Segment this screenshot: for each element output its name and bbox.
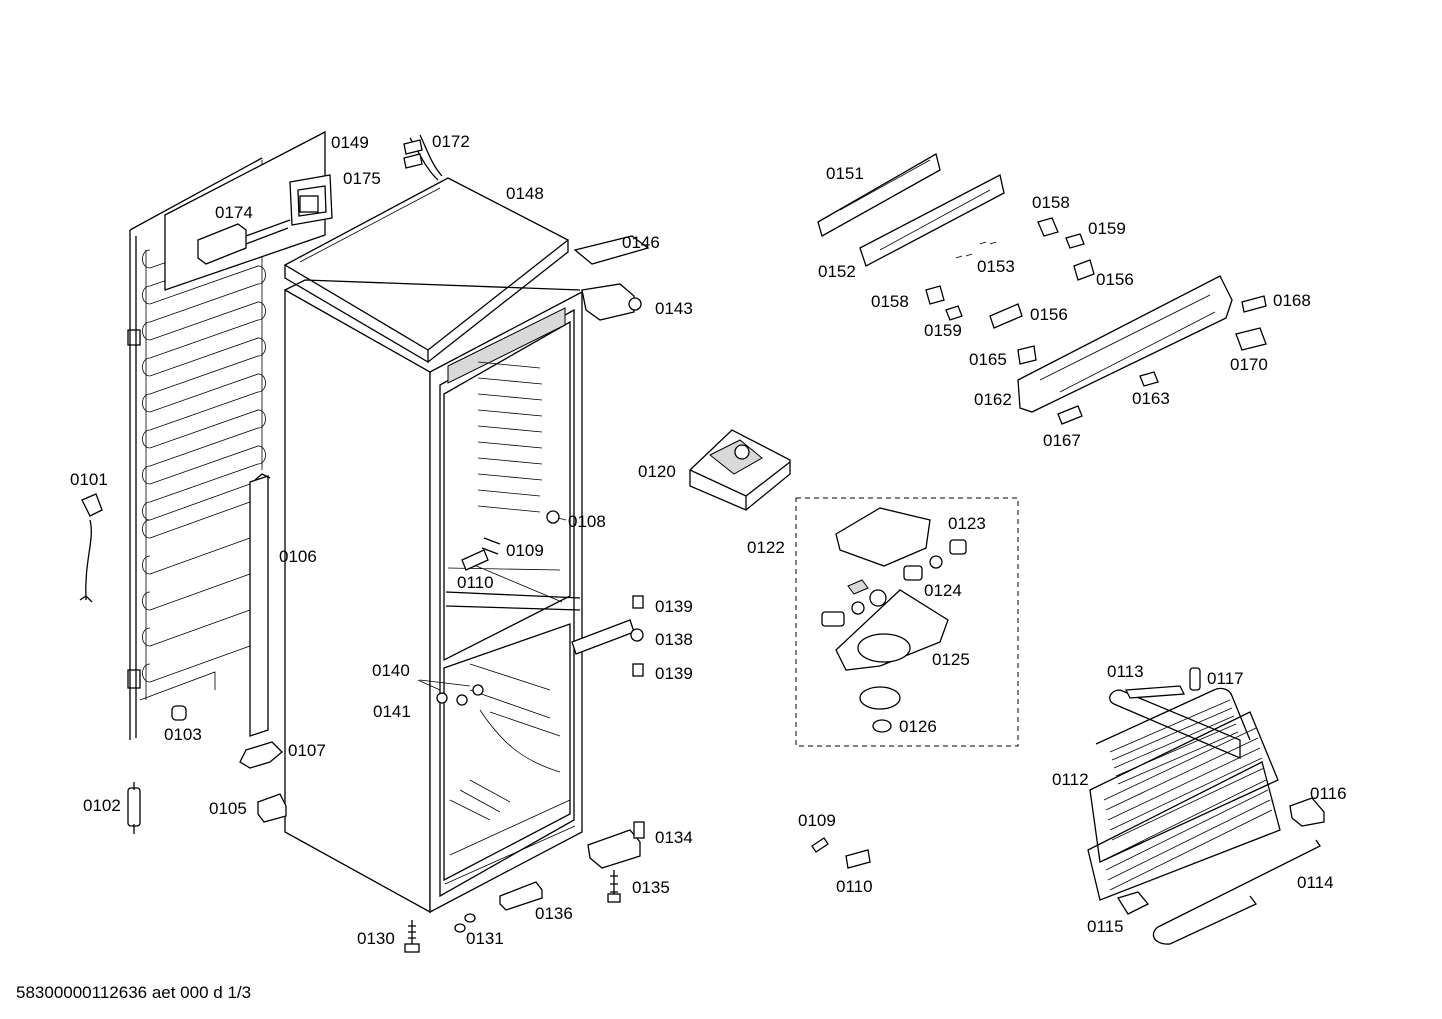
label-0143: 0143 [655, 299, 693, 318]
label-0113: 0113 [1107, 662, 1144, 681]
label-0125: 0125 [932, 650, 970, 669]
label-0170: 0170 [1230, 355, 1268, 374]
label-0138: 0138 [655, 630, 693, 649]
label-0123: 0123 [948, 514, 986, 533]
label-0109-loose: 0109 [798, 811, 836, 830]
control-panel-parts [817, 153, 1267, 425]
label-0159-left: 0159 [924, 321, 962, 340]
label-0114: 0114 [1297, 873, 1334, 892]
label-0120: 0120 [638, 462, 676, 481]
label-0158-left: 0158 [871, 292, 909, 311]
label-0108: 0108 [568, 512, 606, 531]
label-0163: 0163 [1132, 389, 1170, 408]
label-0117: 0117 [1207, 669, 1244, 688]
label-0156-right: 0156 [1096, 270, 1134, 289]
label-0112: 0112 [1052, 770, 1089, 789]
label-0139-bottom: 0139 [655, 664, 693, 683]
label-0134: 0134 [655, 828, 693, 847]
label-0149: 0149 [331, 133, 369, 152]
label-0135: 0135 [632, 878, 670, 897]
label-0103: 0103 [164, 725, 202, 744]
label-0115: 0115 [1087, 917, 1124, 936]
label-0110-cabinet: 0110 [457, 573, 494, 592]
label-0162: 0162 [974, 390, 1012, 409]
control-board [164, 130, 333, 291]
label-0126: 0126 [899, 717, 937, 736]
label-0165: 0165 [969, 350, 1007, 369]
label-0141: 0141 [373, 702, 411, 721]
label-0139-top: 0139 [655, 597, 693, 616]
label-0168: 0168 [1273, 291, 1311, 310]
label-0109-cabinet: 0109 [506, 541, 544, 560]
label-0174: 0174 [215, 203, 253, 222]
evaporator [1087, 667, 1325, 945]
label-0102: 0102 [83, 796, 121, 815]
label-0172: 0172 [432, 132, 470, 151]
cabinet [283, 177, 583, 914]
label-0156-left: 0156 [1030, 305, 1068, 324]
label-0116: 0116 [1310, 784, 1347, 803]
label-0106: 0106 [279, 547, 317, 566]
label-0151: 0151 [826, 164, 864, 183]
leader-lines [417, 517, 567, 691]
left-parts [79, 134, 443, 834]
label-0158-right: 0158 [1032, 193, 1070, 212]
label-0152: 0152 [818, 262, 856, 281]
label-0136: 0136 [535, 904, 573, 923]
label-0153: 0153 [977, 257, 1015, 276]
label-0159-right: 0159 [1088, 219, 1126, 238]
label-0131: 0131 [466, 929, 504, 948]
label-0107: 0107 [288, 741, 326, 760]
condenser-coil [127, 157, 266, 740]
label-0110-loose: 0110 [836, 877, 873, 896]
label-0101: 0101 [70, 470, 108, 489]
fan-module-0120 [689, 429, 791, 511]
label-0146: 0146 [622, 233, 660, 252]
label-0175: 0175 [343, 169, 381, 188]
label-0130: 0130 [357, 929, 395, 948]
hinge-parts [404, 235, 650, 953]
label-0122: 0122 [747, 538, 785, 557]
label-0167: 0167 [1043, 431, 1081, 450]
label-0105: 0105 [209, 799, 247, 818]
label-0140: 0140 [372, 661, 410, 680]
label-0124: 0124 [924, 581, 962, 600]
document-footer-code: 58300000112636 aet 000 d 1/3 [16, 983, 252, 1002]
lamp-cover-parts [811, 837, 871, 869]
fan-assembly-box [795, 497, 1019, 747]
label-0148: 0148 [506, 184, 544, 203]
